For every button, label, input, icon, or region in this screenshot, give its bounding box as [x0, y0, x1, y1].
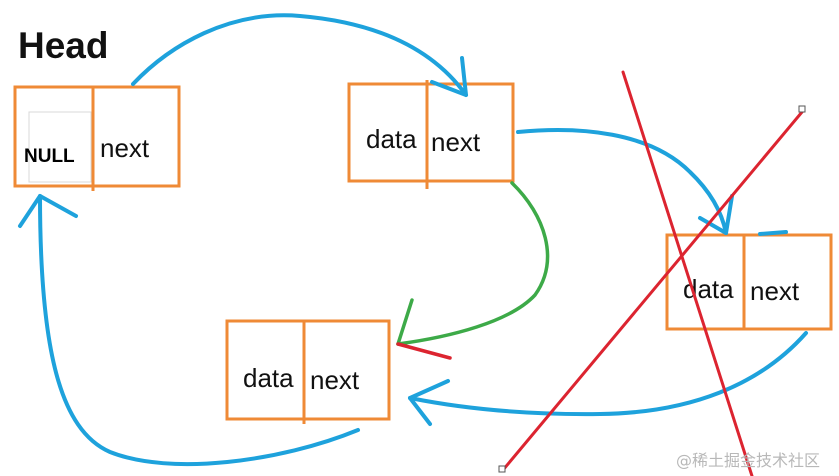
- arrow-top-to-bottom-green-line: [396, 181, 550, 346]
- head-node-null-label: NULL: [24, 146, 75, 167]
- node-bottom-data-label: data: [243, 363, 294, 393]
- cross-handle-bottom: [498, 465, 506, 473]
- cross-out-stroke-2: [501, 110, 804, 472]
- arrow-right-to-bottom-line: [408, 331, 808, 417]
- arrow-bottom-to-head: [18, 194, 360, 467]
- cross-out-mark: [501, 70, 804, 476]
- arrow-top-to-bottom-green-arrowhead: [396, 298, 414, 346]
- arrow-top-to-right-line: [516, 128, 728, 235]
- arrow-top-to-right: [516, 128, 788, 236]
- null-box: [28, 111, 92, 183]
- arrow-top-to-right-tick: [758, 230, 788, 236]
- head-title: Head: [18, 25, 108, 66]
- head-node: NULL next: [13, 85, 181, 191]
- node-right: data next: [665, 233, 833, 331]
- watermark: @稀土掘金技术社区: [676, 451, 820, 470]
- arrow-head-to-top-line: [131, 13, 468, 97]
- node-bottom: data next: [225, 319, 391, 424]
- node-top: data next: [347, 80, 515, 189]
- node-right-next-label: next: [750, 276, 800, 306]
- node-top-next-label: next: [431, 127, 481, 157]
- head-node-next-label: next: [100, 133, 150, 163]
- node-top-data-label: data: [366, 124, 417, 154]
- node-bottom-next-label: next: [310, 365, 360, 395]
- arrow-right-to-bottom: [408, 331, 808, 426]
- cross-out-stroke-1: [621, 70, 754, 476]
- cross-handle-top: [798, 105, 806, 113]
- node-bottom-box: [225, 319, 391, 421]
- node-right-box: [665, 233, 833, 331]
- arrow-top-to-bottom-green: [396, 181, 550, 346]
- arrow-head-to-top: [131, 13, 468, 97]
- node-top-box: [347, 82, 515, 183]
- arrow-bottom-to-head-line: [38, 194, 360, 467]
- red-mark: [396, 342, 452, 360]
- head-node-box: [13, 85, 181, 188]
- arrow-head-to-top-arrowhead: [430, 56, 468, 97]
- arrow-right-to-bottom-arrowhead: [408, 379, 450, 426]
- node-right-data-label: data: [683, 274, 734, 304]
- arrow-bottom-to-head-arrowhead: [18, 194, 78, 228]
